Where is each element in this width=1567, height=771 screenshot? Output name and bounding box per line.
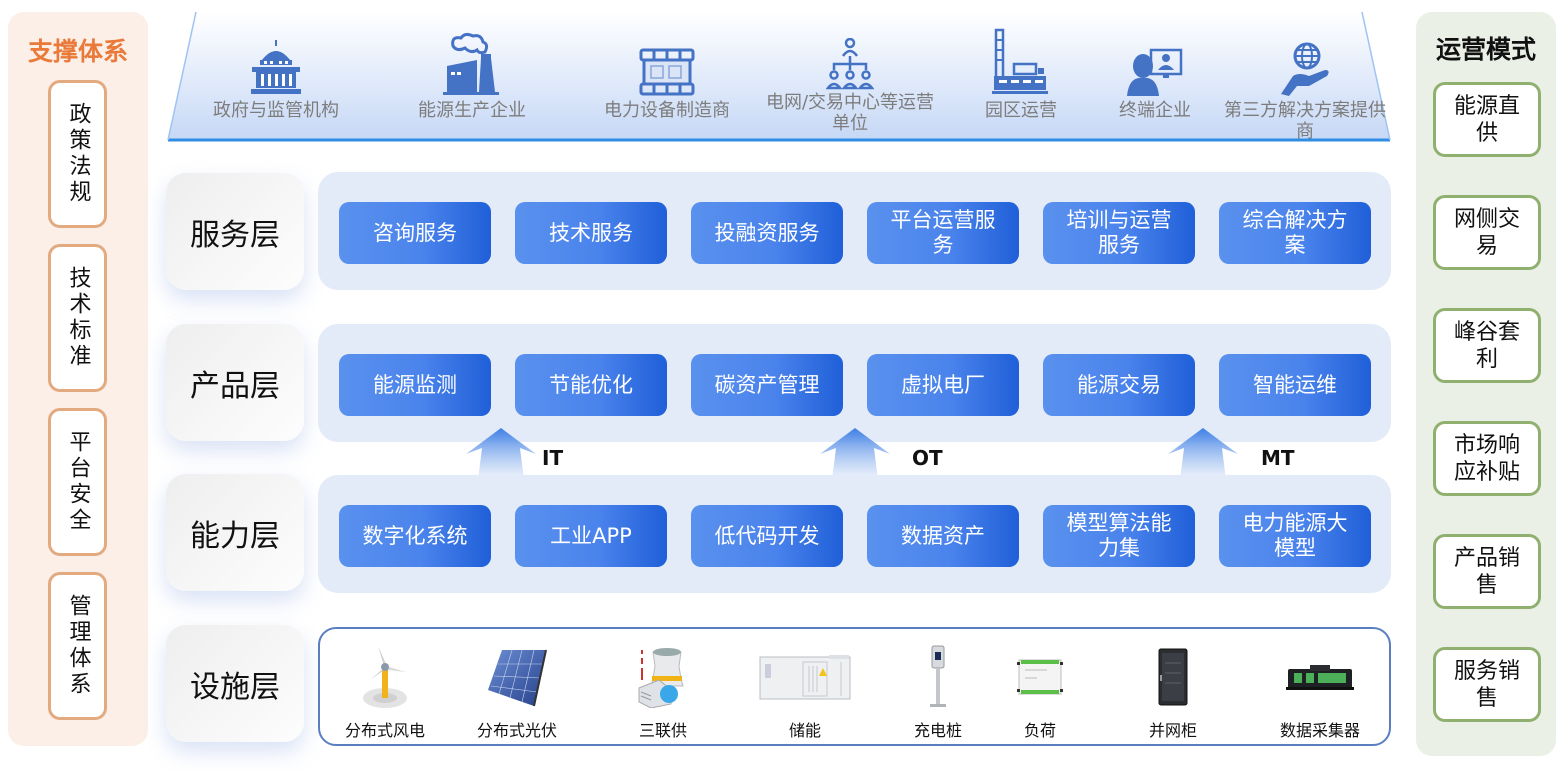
cchp-plant-icon (598, 641, 728, 713)
support-item-management[interactable]: 管理体系 (48, 572, 107, 720)
capability-power-llm-button[interactable]: 电力能源大模型 (1219, 505, 1371, 567)
end-user-icon (1070, 40, 1240, 96)
facility-storage[interactable]: 储能 (740, 641, 870, 741)
stakeholder-industrial-park[interactable]: 园区运营 (936, 26, 1106, 121)
support-item-policy[interactable]: 政策法规 (48, 80, 107, 228)
facility-data-collector[interactable]: 数据采集器 (1255, 641, 1385, 741)
factory-icon (387, 32, 557, 96)
layer-label-capability: 能力层 (166, 474, 304, 591)
stakeholder-equipment-maker[interactable]: 电力设备制造商 (582, 40, 752, 121)
service-investment-button[interactable]: 投融资服务 (691, 202, 843, 264)
stakeholder-government[interactable]: 政府与监管机构 (191, 40, 361, 121)
support-item-security[interactable]: 平台安全 (48, 408, 107, 556)
facility-solar[interactable]: 分布式光伏 (452, 641, 582, 741)
operation-mode-panel: 运营模式 能源直供 网侧交易 峰谷套利 市场响应补贴 产品销售 服务销售 (1416, 12, 1556, 756)
operation-item-service-sales[interactable]: 服务销售 (1433, 647, 1541, 722)
service-solution-button[interactable]: 综合解决方案 (1219, 202, 1371, 264)
up-arrow-icon (1168, 428, 1238, 480)
solar-panel-icon (452, 641, 582, 713)
product-layer-row: 能源监测 节能优化 碳资产管理 虚拟电厂 能源交易 智能运维 (318, 324, 1391, 442)
capability-digital-system-button[interactable]: 数字化系统 (339, 505, 491, 567)
service-consulting-button[interactable]: 咨询服务 (339, 202, 491, 264)
stakeholder-solution-provider[interactable]: 第三方解决方案提供商 (1220, 40, 1390, 142)
product-monitoring-button[interactable]: 能源监测 (339, 354, 491, 416)
stakeholder-energy-producer[interactable]: 能源生产企业 (387, 32, 557, 121)
industrial-park-icon (936, 26, 1106, 96)
flow-tag-it: IT (542, 446, 564, 470)
capability-data-asset-button[interactable]: 数据资产 (867, 505, 1019, 567)
stakeholders-banner: 政府与监管机构 能源生产企业 电力设备制造商 电网/交易中心等运营单位 园区运营… (166, 12, 1392, 142)
up-arrow-icon (820, 428, 890, 480)
support-item-standards[interactable]: 技术标准 (48, 244, 107, 392)
capability-low-code-button[interactable]: 低代码开发 (691, 505, 843, 567)
facility-load[interactable]: 负荷 (975, 641, 1105, 741)
operation-mode-title: 运营模式 (1435, 35, 1536, 64)
operation-item-market-response[interactable]: 市场响应补贴 (1433, 421, 1541, 496)
facility-cchp[interactable]: 三联供 (598, 641, 728, 741)
product-trading-button[interactable]: 能源交易 (1043, 354, 1195, 416)
flow-tag-ot: OT (912, 446, 943, 470)
globe-hand-icon (1220, 40, 1390, 96)
operation-item-peak-valley[interactable]: 峰谷套利 (1433, 308, 1541, 383)
government-building-icon (191, 40, 361, 96)
support-system-title: 支撑体系 (27, 37, 128, 66)
stakeholder-end-enterprise[interactable]: 终端企业 (1070, 40, 1240, 121)
org-hierarchy-icon (765, 32, 935, 90)
charging-pile-icon (873, 641, 1003, 713)
facility-wind[interactable]: 分布式风电 (320, 641, 450, 741)
facility-grid-cabinet[interactable]: 并网柜 (1108, 641, 1238, 741)
stakeholder-grid-operator[interactable]: 电网/交易中心等运营单位 (765, 32, 935, 134)
capability-industrial-app-button[interactable]: 工业APP (515, 505, 667, 567)
facility-layer-row: 分布式风电 分布式光伏 三联供 储能 充电桩 负荷 并网柜 (318, 627, 1391, 746)
grid-cabinet-icon (1108, 641, 1238, 713)
operation-item-grid-trading[interactable]: 网侧交易 (1433, 195, 1541, 270)
product-energy-saving-button[interactable]: 节能优化 (515, 354, 667, 416)
capability-layer-row: 数字化系统 工业APP 低代码开发 数据资产 模型算法能力集 电力能源大模型 (318, 475, 1391, 593)
service-layer-row: 咨询服务 技术服务 投融资服务 平台运营服务 培训与运营服务 综合解决方案 (318, 172, 1391, 290)
product-carbon-button[interactable]: 碳资产管理 (691, 354, 843, 416)
operation-item-direct-supply[interactable]: 能源直供 (1433, 82, 1541, 157)
service-platform-ops-button[interactable]: 平台运营服务 (867, 202, 1019, 264)
flow-tag-mt: MT (1261, 446, 1295, 470)
energy-storage-icon (740, 641, 870, 713)
layer-label-facility: 设施层 (166, 625, 304, 742)
capability-model-algorithm-button[interactable]: 模型算法能力集 (1043, 505, 1195, 567)
wind-turbine-icon (320, 641, 450, 713)
product-vpp-button[interactable]: 虚拟电厂 (867, 354, 1019, 416)
support-system-panel: 支撑体系 政策法规 技术标准 平台安全 管理体系 (8, 12, 148, 746)
power-equipment-icon (582, 40, 752, 96)
layer-label-product: 产品层 (166, 324, 304, 441)
up-arrow-icon (466, 428, 536, 480)
operation-item-product-sales[interactable]: 产品销售 (1433, 534, 1541, 609)
load-module-icon (975, 641, 1105, 713)
banner-background (167, 12, 1391, 142)
layer-label-service: 服务层 (166, 173, 304, 290)
data-collector-icon (1255, 641, 1385, 713)
service-technical-button[interactable]: 技术服务 (515, 202, 667, 264)
product-om-button[interactable]: 智能运维 (1219, 354, 1371, 416)
facility-charger[interactable]: 充电桩 (873, 641, 1003, 741)
service-training-button[interactable]: 培训与运营服务 (1043, 202, 1195, 264)
